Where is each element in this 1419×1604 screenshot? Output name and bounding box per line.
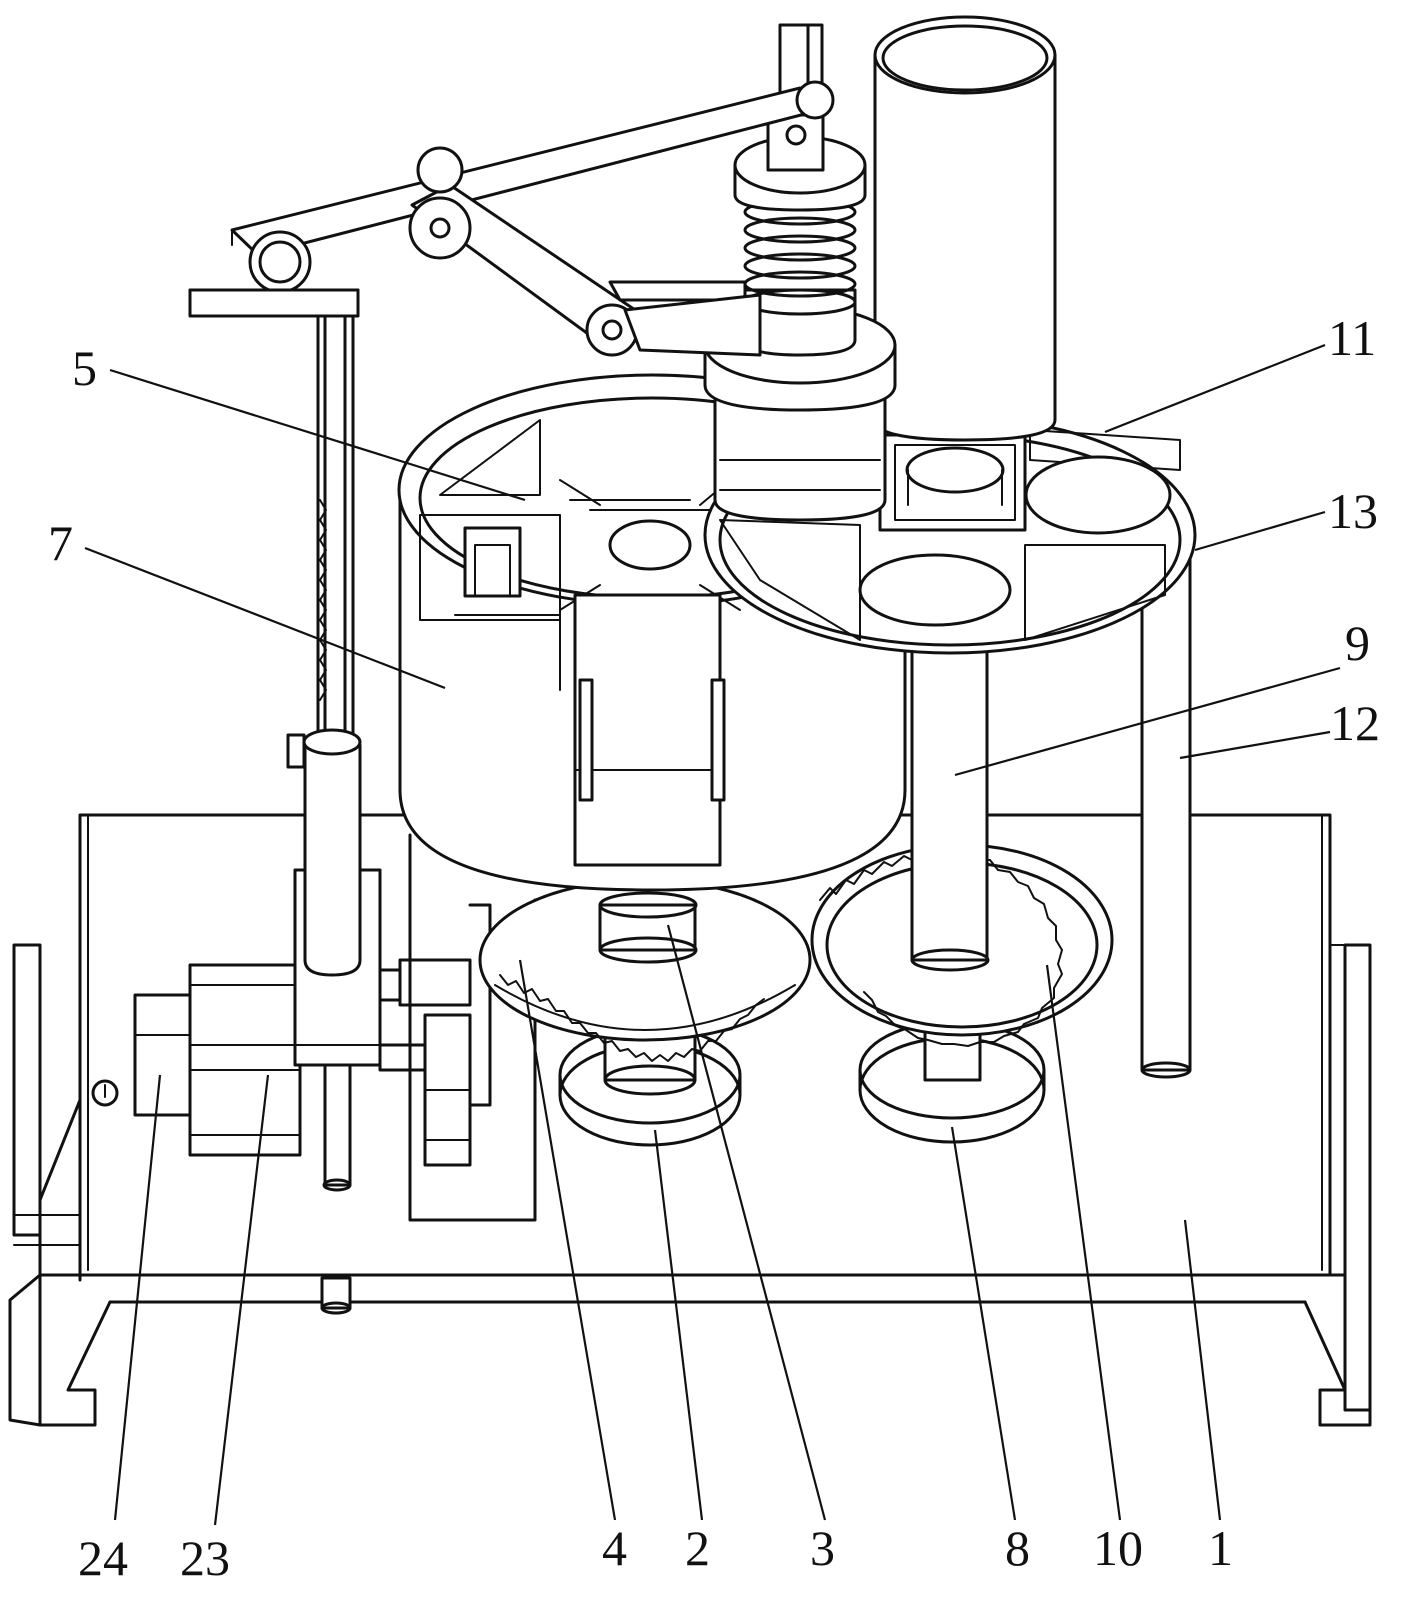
linkage <box>230 80 835 357</box>
callout-7: 7 <box>48 515 73 571</box>
right-gear-stack <box>810 648 1114 1144</box>
callout-24: 24 <box>78 1530 128 1586</box>
feed-tube <box>873 15 1057 442</box>
callout-leaders <box>84 343 1341 1526</box>
callout-2: 2 <box>685 1520 710 1576</box>
base-frame <box>8 813 1372 1427</box>
press-column <box>703 23 897 522</box>
callout-5: 5 <box>72 340 97 396</box>
rack-post <box>188 288 362 977</box>
callout-23: 23 <box>180 1530 230 1586</box>
callout-4: 4 <box>602 1520 627 1576</box>
callout-8: 8 <box>1005 1520 1030 1576</box>
left-gear-stack <box>478 878 812 1147</box>
callout-3: 3 <box>810 1520 835 1576</box>
callout-labels: 5 7 11 13 9 12 24 23 4 2 3 8 10 1 <box>48 310 1380 1586</box>
support-pole <box>1140 553 1192 1079</box>
callout-9: 9 <box>1345 615 1370 671</box>
callout-1: 1 <box>1208 1520 1233 1576</box>
callout-12: 12 <box>1330 695 1380 751</box>
callout-11: 11 <box>1328 310 1376 366</box>
callout-10: 10 <box>1093 1520 1143 1576</box>
callout-13: 13 <box>1328 483 1378 539</box>
spring <box>743 198 857 316</box>
